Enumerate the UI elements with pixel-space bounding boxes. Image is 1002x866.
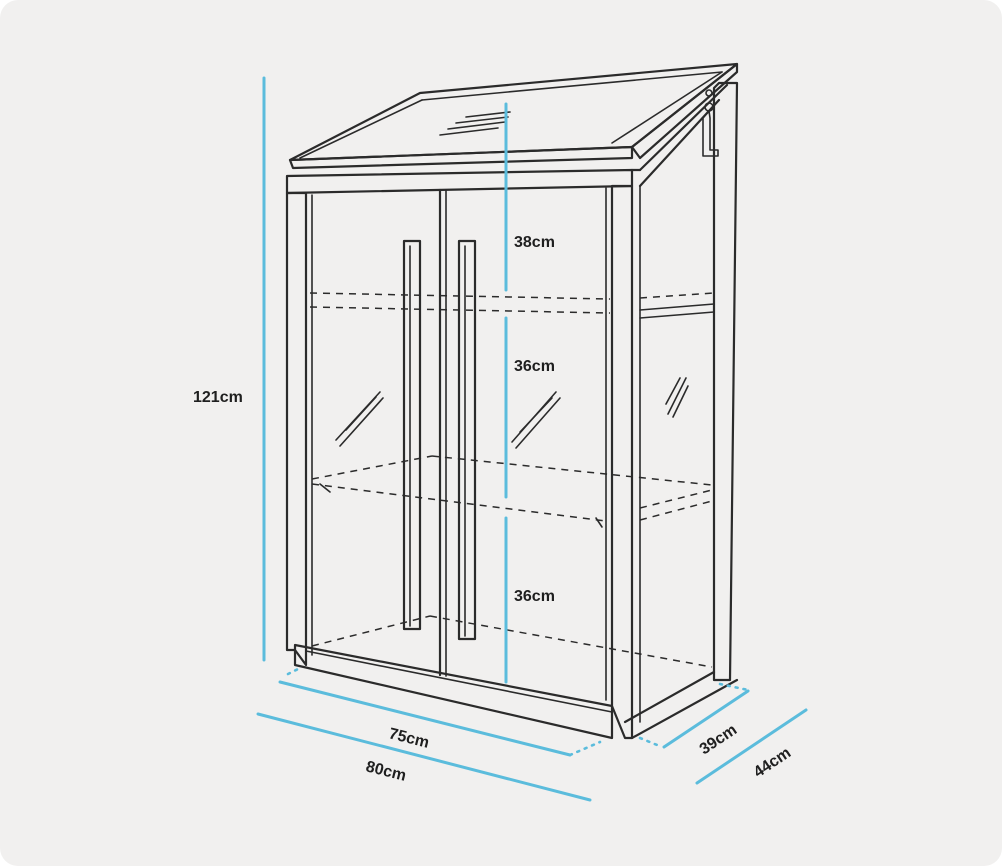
width-inner-dimension-line <box>278 680 572 757</box>
width-outer-dimension-line <box>256 712 592 802</box>
label-shelf-bottom: 36cm <box>514 588 555 605</box>
label-shelf-top: 38cm <box>514 234 555 251</box>
glass-reflections <box>335 377 689 449</box>
label-depth-outer: 44cm <box>751 744 794 781</box>
dimension-labels: 121cm 38cm 36cm 36cm 75cm 80cm 39cm 44cm <box>193 234 794 785</box>
shelves <box>309 292 715 668</box>
depth-outer-dimension-line <box>695 708 808 785</box>
door-handles <box>402 239 477 641</box>
dimension-lines <box>256 76 808 802</box>
label-depth-inner: 39cm <box>697 721 740 758</box>
label-height-total: 121cm <box>193 389 243 406</box>
label-width-outer: 80cm <box>364 758 408 784</box>
roof-panel <box>288 62 739 170</box>
label-shelf-middle: 36cm <box>514 358 555 375</box>
depth-inner-dimension-line <box>662 689 750 749</box>
cabinet-frame <box>285 81 739 740</box>
